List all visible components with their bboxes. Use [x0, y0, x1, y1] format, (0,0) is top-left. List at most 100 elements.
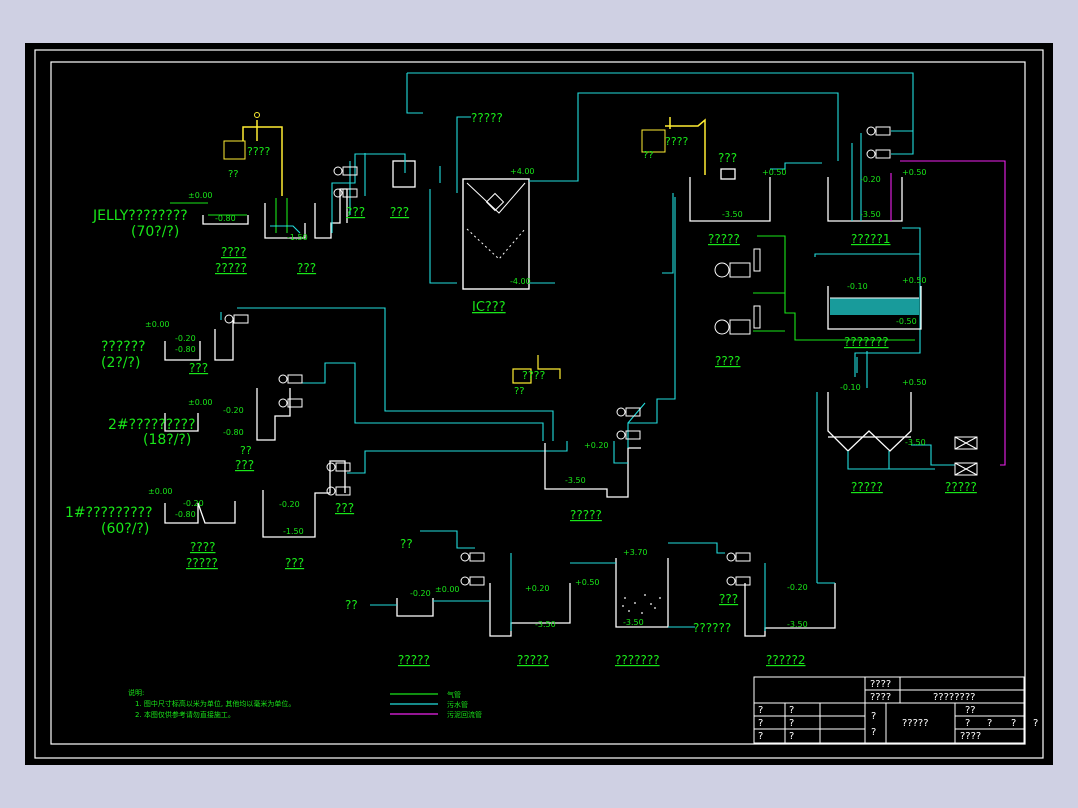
source-3-name: 2#?????????: [108, 417, 196, 433]
left-sewage-lines: [220, 307, 568, 474]
ic-pipes: [456, 92, 839, 284]
upper-mid-tank-label: ???: [718, 151, 737, 165]
sedimentation-tank: [827, 392, 912, 452]
bottom-pool-1-label: ?????: [398, 653, 430, 667]
bottom-sewage-lines: [370, 530, 835, 631]
tb-r2c2: ????????: [933, 692, 975, 703]
blowers: [714, 248, 761, 335]
level-aer-m050: -0.50: [896, 317, 917, 326]
aeration-tank-label: ???????: [844, 335, 889, 349]
tb-cell-c: ?: [758, 718, 763, 729]
tb-cell-e: ?: [758, 731, 763, 742]
bottom-pool-4-label: ?????2: [766, 653, 805, 667]
tank-2-label: ???: [346, 205, 365, 219]
bottom-pit-label-2: ???: [719, 592, 738, 606]
level-jelly-m080: -0.80: [215, 214, 236, 223]
level-s4b-m020: -0.20: [279, 500, 300, 509]
level-s2-m080: -0.80: [175, 345, 196, 354]
level-b4-m020: -0.20: [787, 583, 808, 592]
level-b2-p050: +0.50: [575, 578, 600, 587]
dose-2-label: ????: [665, 135, 689, 148]
bottom-out-label: ??: [345, 598, 358, 612]
mid-dosing-yellow: [665, 117, 706, 175]
level-s4-m020: -0.20: [183, 499, 204, 508]
legend-lines: [390, 693, 438, 715]
tb-right-e: ????: [960, 731, 981, 742]
tb-mid-q: ?: [871, 711, 876, 722]
level-b4-m350: -3.50: [787, 620, 808, 629]
level-aer-p010: -0.10: [847, 282, 868, 291]
jelly-green-lines: [170, 198, 288, 233]
level-mid-m350: -3.50: [722, 210, 743, 219]
level-s2-0: ±0.00: [145, 320, 170, 329]
top-box-label: ?????: [471, 111, 503, 125]
source-2-flow: (2?/?): [101, 355, 140, 371]
left-pit-a-label: ???: [189, 361, 208, 375]
level-ic-top: +4.00: [510, 167, 535, 176]
notes-heading: 说明:: [128, 688, 144, 697]
level-aer-p050: +0.50: [902, 276, 927, 285]
level-b2-p020: +0.20: [525, 584, 550, 593]
upper-right-tank: [827, 177, 903, 222]
dose-3-label: ????: [522, 369, 546, 382]
jelly-source-label: JELLY????????: [92, 208, 188, 224]
legend-sewage: 污水管: [447, 700, 468, 709]
tank-3-label: ???: [390, 205, 409, 219]
bottom-mid-label: ??????: [693, 621, 731, 635]
level-s4-0: ±0.00: [148, 487, 173, 496]
level-s4-m080: -0.80: [175, 510, 196, 519]
aeration-air-lines: [753, 235, 915, 341]
grid-tank-label-b: ?????: [215, 261, 247, 275]
jelly-dosing-yellow: [242, 120, 283, 196]
level-s3-m020: -0.20: [223, 406, 244, 415]
tb-right-f: ?: [1033, 718, 1038, 729]
inner-frame: [50, 61, 1026, 745]
level-r-m350: -3.50: [860, 210, 881, 219]
tb-right-d: ?: [1011, 718, 1016, 729]
level-sed-m350: -3.50: [905, 438, 926, 447]
dose-small-2: ??: [643, 150, 654, 161]
tb-cell-d: ?: [789, 718, 794, 729]
level-s2-m020: -0.20: [175, 334, 196, 343]
pump-set-1: [333, 166, 358, 198]
level-b3-p370: +3.70: [623, 548, 648, 557]
legend-sludge: 污泥回流管: [447, 710, 482, 719]
tb-cell-a: ?: [758, 705, 763, 716]
ic-reactor-label: IC???: [472, 300, 506, 315]
pump-set-right: [866, 126, 891, 159]
left-source-pits: [164, 320, 346, 538]
level-b3-m350: -3.50: [623, 618, 644, 627]
dose-1-label: ????: [247, 145, 271, 158]
tb-right-a: ??: [965, 705, 976, 716]
level-jelly-m150: -1.50: [287, 233, 308, 242]
level-r-p050: +0.50: [902, 168, 927, 177]
jelly-flow-label: (70?/?): [131, 224, 179, 240]
level-r-m020: -0.20: [860, 175, 881, 184]
level-sed-p050: +0.50: [902, 378, 927, 387]
level-mid-p050: +0.50: [762, 168, 787, 177]
pump-pit-1-label: ???: [297, 261, 316, 275]
bottom-tanks: [396, 558, 836, 637]
pump-group-1-label: ????: [715, 354, 740, 368]
left-pit-f-label: ?????: [186, 556, 218, 570]
bottom-filter-media: [622, 594, 661, 614]
left-pit-b-label: ??: [240, 444, 252, 457]
legend-air: 气管: [447, 690, 461, 699]
left-pit-c-label: ???: [235, 458, 254, 472]
dose-small-3: ??: [514, 386, 525, 397]
upper-right-tank-label: ?????1: [851, 232, 890, 246]
level-b1-000: ±0.00: [435, 585, 460, 594]
level-sed-m010: -0.10: [840, 383, 861, 392]
level-s3-0: ±0.00: [188, 398, 213, 407]
filter-unit-label: ?????: [945, 480, 977, 494]
tb-right-b: ?: [965, 718, 970, 729]
level-jelly-0: ±0.00: [188, 191, 213, 200]
level-s4b-m150: -1.50: [283, 527, 304, 536]
tb-mid-q2: ?: [871, 727, 876, 738]
jelly-sewage-lines: [270, 72, 914, 284]
left-pumps: [224, 314, 351, 496]
level-pool-p020: +0.20: [584, 441, 609, 450]
sludge-return: [890, 160, 1006, 466]
level-b1-m020: -0.20: [410, 589, 431, 598]
source-3-flow: (18?/?): [143, 432, 191, 448]
